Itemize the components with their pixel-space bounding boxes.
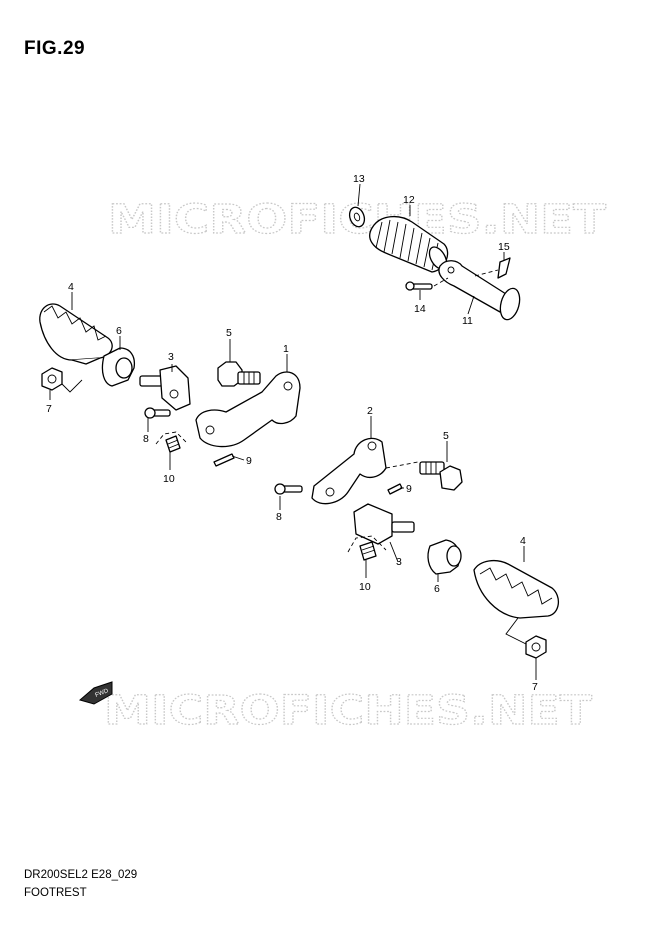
callout-12: 12 xyxy=(403,194,415,206)
cotter-pin-15 xyxy=(497,257,511,279)
footrest-4-left xyxy=(39,303,113,365)
cotter-pin-9-left xyxy=(213,453,235,467)
cotter-pin-9-right xyxy=(387,483,403,495)
bolt-8-left xyxy=(144,407,171,419)
spring-10-left xyxy=(165,435,181,453)
bolt-5-left xyxy=(217,361,261,387)
forward-arrow-icon: FWD xyxy=(78,681,113,705)
nut-7-right xyxy=(525,635,547,659)
footrest-4-right xyxy=(473,559,559,619)
fwd-label: FWD xyxy=(95,688,111,699)
bushing-6-left xyxy=(101,347,136,387)
callout-7-left: 7 xyxy=(46,403,52,415)
rubber-grip-12 xyxy=(369,216,449,273)
callout-15: 15 xyxy=(498,241,510,253)
bolt-5-right xyxy=(419,461,463,491)
bracket-2 xyxy=(311,437,387,505)
washer-13 xyxy=(348,206,366,228)
callout-9-left: 9 xyxy=(246,455,252,467)
pivot-bolt-3-left xyxy=(139,365,191,411)
passenger-footrest-11 xyxy=(438,260,521,321)
callout-5-left: 5 xyxy=(226,327,232,339)
spring-10-right xyxy=(359,541,377,561)
callout-2: 2 xyxy=(367,405,373,417)
watermark-bottom: MICROFICHES.NET xyxy=(104,688,593,734)
figure-title: FIG.29 xyxy=(24,38,86,59)
nut-7-left xyxy=(41,367,63,391)
bracket-1 xyxy=(195,371,301,448)
callout-7-right: 7 xyxy=(532,681,538,693)
diagram-name: FOOTREST xyxy=(24,887,87,899)
callout-6-left: 6 xyxy=(116,325,122,337)
pivot-bolt-3-right xyxy=(353,503,415,545)
callout-6-right: 6 xyxy=(434,583,440,595)
callout-5-right: 5 xyxy=(443,430,449,442)
bolt-8-right xyxy=(274,483,303,495)
callout-3-right: 3 xyxy=(396,556,402,568)
callout-4-left: 4 xyxy=(68,281,74,293)
bushing-6-right xyxy=(427,539,462,575)
callout-8-left: 8 xyxy=(143,433,149,445)
callout-3-left: 3 xyxy=(168,351,174,363)
callout-8-right: 8 xyxy=(276,511,282,523)
diagram-code: DR200SEL2 E28_029 xyxy=(24,869,138,881)
pin-14 xyxy=(405,281,433,291)
callout-9-right: 9 xyxy=(406,483,412,495)
callout-10-left: 10 xyxy=(163,473,175,485)
leader-lines xyxy=(49,183,537,680)
callout-11: 11 xyxy=(462,315,473,327)
callout-10-right: 10 xyxy=(359,581,371,593)
callout-1: 1 xyxy=(283,343,289,355)
callout-4-right: 4 xyxy=(520,535,526,547)
callout-13: 13 xyxy=(353,173,365,185)
callout-14: 14 xyxy=(414,303,426,315)
